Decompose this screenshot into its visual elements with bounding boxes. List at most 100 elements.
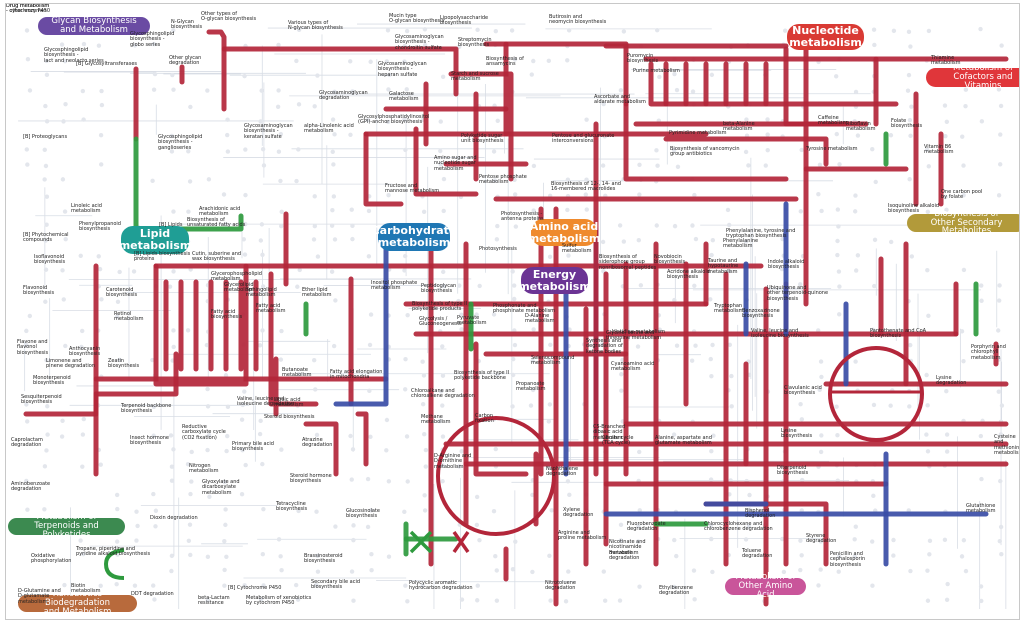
pathway-label[interactable]: Brassinosteroid biosynthesis bbox=[304, 553, 343, 565]
pathway-label[interactable]: Drug metabolism - cytochrom P450 bbox=[6, 3, 51, 15]
pathway-label[interactable]: Benzoate degradation bbox=[609, 550, 640, 562]
pathway-label[interactable]: [B] Cytochrome P450 bbox=[228, 585, 282, 591]
pathway-label[interactable]: Phenylalanine, tyrosine and tryptophan b… bbox=[726, 228, 796, 240]
pathway-label[interactable]: Phenylalanine metabolism bbox=[723, 238, 759, 250]
pathway-label[interactable]: Valine, leucine and isoleucine biosynthe… bbox=[751, 328, 809, 340]
pathway-label[interactable]: Novobiocin biosynthesis bbox=[654, 254, 686, 266]
pathway-label[interactable]: Tetracycline biosynthesis bbox=[276, 501, 308, 513]
pathway-label[interactable]: Taurine and hypotaurine metabolism bbox=[708, 258, 739, 275]
pathway-label[interactable]: Terpenoid backbone biosynthesis bbox=[121, 403, 172, 415]
pathway-label[interactable]: DDT degradation bbox=[131, 591, 174, 597]
pathway-label[interactable]: Glucosinolate biosynthesis bbox=[346, 508, 380, 520]
pathway-label[interactable]: Xylene degradation bbox=[563, 507, 594, 519]
pathway-label[interactable]: Butirosin and neomycin biosynthesis bbox=[549, 14, 607, 26]
pathway-label[interactable]: D-Glutamine and D-glutamate metabolism bbox=[18, 588, 61, 605]
pathway-label[interactable]: Polyketide sugar unit biosynthesis bbox=[461, 133, 504, 145]
pathway-label[interactable]: Ether lipid metabolism bbox=[302, 287, 332, 299]
pathway-label[interactable]: Carbon fixation bbox=[475, 413, 494, 425]
pathway-label[interactable]: Cyanoamino acid metabolism bbox=[611, 361, 655, 373]
pathway-label[interactable]: Pentose phosphate metabolism bbox=[479, 174, 527, 186]
pathway-label[interactable]: Linoleic acid metabolism bbox=[71, 203, 102, 215]
pathway-label[interactable]: Riboflavin metabolism bbox=[846, 121, 876, 133]
pathway-label[interactable]: [B] Phytochemical compounds bbox=[23, 232, 69, 244]
pathway-label[interactable]: Atrazine degradation bbox=[302, 437, 333, 449]
pathway-label[interactable]: Inositol phosphate metabolism bbox=[371, 280, 418, 292]
pathway-label[interactable]: Ascorbate and aldarate metabolism bbox=[594, 94, 646, 106]
pathway-label[interactable]: [B] Proteoglycans bbox=[23, 134, 68, 140]
pathway-label[interactable]: Benzoxazinone biosynthesis bbox=[742, 308, 780, 320]
pathway-label[interactable]: Cutin, suberine and wax biosynthesis bbox=[192, 251, 242, 263]
pathway-label[interactable]: alpha-Linolenic acid metabolism bbox=[304, 123, 354, 135]
category-cofactors-vitamins[interactable]: Metabolism of Cofactors and Vitamins bbox=[926, 64, 1019, 90]
pathway-label[interactable]: Drug metabolism - other enzymes bbox=[6, 3, 50, 15]
pathway-label[interactable]: Purine metabolism bbox=[633, 68, 680, 74]
pathway-label[interactable]: Methane metabolism bbox=[421, 414, 451, 426]
category-carbohydrate-metabolism[interactable]: Carbohydrate metabolism bbox=[371, 223, 457, 251]
pathway-label[interactable]: Tropane, piperidine and pyridine alkaloi… bbox=[76, 546, 151, 558]
pathway-label[interactable]: Mucin type O-glycan biosynthesis bbox=[389, 13, 445, 25]
pathway-label[interactable]: Fructose and mannose metabolism bbox=[385, 183, 440, 195]
pathway-label[interactable]: Photosynthesis - antenna proteins bbox=[501, 211, 544, 223]
pathway-label[interactable]: Bisphenol degradation bbox=[745, 508, 776, 520]
pathway-label[interactable]: Steroid biosynthesis bbox=[264, 414, 315, 420]
category-xenobiotics[interactable]: Xenobiotics Biodegradation and Metabolis… bbox=[18, 590, 137, 616]
pathway-label[interactable]: Nitrogen metabolism bbox=[189, 463, 219, 475]
category-lipid-metabolism[interactable]: Lipid metabolism bbox=[118, 226, 192, 254]
pathway-label[interactable]: Biosynthesis of type II polyketide produ… bbox=[412, 301, 468, 313]
pathway-label[interactable]: Reductive carboxylate cycle (CO2 fixatio… bbox=[182, 424, 226, 441]
pathway-label[interactable]: Glycosaminoglycan biosynthesis - chondro… bbox=[395, 34, 444, 51]
pathway-label[interactable]: Pantothenate and CoA biosynthesis bbox=[870, 328, 927, 340]
pathway-label[interactable]: Butanoate metabolism bbox=[282, 367, 312, 379]
pathway-label[interactable]: Arachidonic acid metabolism bbox=[199, 206, 241, 218]
pathway-label[interactable]: Flavone and flavonol biosynthesis bbox=[17, 339, 49, 356]
pathway-label[interactable]: Polycyclic aromatic hydrocarbon degradat… bbox=[409, 580, 473, 592]
pathway-label[interactable]: Photosynthesis bbox=[479, 246, 517, 252]
pathway-label[interactable]: Glycosaminoglycan biosynthesis - heparan… bbox=[378, 61, 427, 78]
category-energy-metabolism[interactable]: Energy metabolism bbox=[518, 267, 591, 294]
pathway-label[interactable]: Ethylbenzene degradation bbox=[659, 585, 694, 597]
pathway-label[interactable]: Glycosphingolipid biosynthesis - globo s… bbox=[130, 31, 175, 48]
pathway-label[interactable]: Lysine degradation bbox=[936, 375, 967, 387]
pathway-label[interactable]: Glycerophospholipid metabolism bbox=[211, 271, 262, 283]
pathway-label[interactable]: [B] Lipids biosynthesis proteins bbox=[134, 251, 191, 263]
pathway-label[interactable]: Naphthalene degradation bbox=[546, 466, 579, 478]
pathway-label[interactable]: Lysine biosynthesis bbox=[781, 428, 813, 440]
pathway-label[interactable]: Puromycin biosynthesis bbox=[627, 53, 659, 65]
pathway-label[interactable]: Alanine, aspartate and glutamate metabol… bbox=[655, 435, 712, 447]
pathway-label[interactable]: Glycosaminoglycan biosynthesis - keratan… bbox=[244, 123, 293, 140]
pathway-label[interactable]: Citrate cycle (TCA cycle) bbox=[602, 435, 634, 447]
pathway-label[interactable]: Thiamine metabolism bbox=[931, 55, 961, 67]
pathway-label[interactable]: Nicotinate and nicotinamide metabolism bbox=[609, 539, 646, 556]
pathway-label[interactable]: Glyoxylate and dicarboxylate metabolism bbox=[202, 479, 240, 496]
pathway-label[interactable]: Retinol metabolism bbox=[114, 311, 144, 323]
pathway-label[interactable]: Metabolism of xenobiotics by cytochrom P… bbox=[246, 595, 312, 607]
pathway-label[interactable]: Glycosphingolipid biosynthesis - lact an… bbox=[44, 47, 104, 64]
pathway-label[interactable]: Insect hormone biosynthesis bbox=[130, 435, 169, 447]
pathway-label[interactable]: Flavonoid biosynthesis bbox=[23, 285, 55, 297]
pathway-label[interactable]: D-Arginine and D-ornithine metabolism bbox=[434, 453, 472, 470]
pathway-label[interactable]: beta-Alanine metabolism bbox=[723, 121, 755, 133]
pathway-label[interactable]: C5-Branched dibasic acid metabolism bbox=[593, 424, 626, 441]
category-nucleotide-metabolism[interactable]: Nucleotide metabolism bbox=[787, 24, 864, 50]
pathway-label[interactable]: Chlorocyclohexane and chlorobenzene degr… bbox=[704, 521, 773, 533]
pathway-label[interactable]: Starch and sucrose metabolism bbox=[451, 71, 499, 83]
category-glycan-biosynthesis[interactable]: Glycan Biosynthesis and Metabolism bbox=[38, 17, 150, 35]
pathway-label[interactable]: Pentose and glucuronate interconversions bbox=[552, 133, 615, 145]
pathway-label[interactable]: Caprolactam degradation bbox=[11, 437, 43, 449]
pathway-label[interactable]: Valine, leucine and isoleucine degradati… bbox=[237, 396, 295, 408]
pathway-label[interactable]: N-Glycan biosynthesis bbox=[171, 19, 203, 31]
pathway-label[interactable]: Carotenoid biosynthesis bbox=[106, 287, 138, 299]
pathway-label[interactable]: beta-Lactam resistance bbox=[198, 595, 230, 607]
pathway-label[interactable]: Primary bile acid biosynthesis bbox=[232, 441, 274, 453]
pathway-label[interactable]: Sesquiterpenoid biosynthesis bbox=[21, 394, 62, 406]
pathway-label[interactable]: D-Alanine metabolism bbox=[525, 313, 555, 325]
pathway-label[interactable]: Nitrotoluene degradation bbox=[545, 580, 576, 592]
pathway-label[interactable]: Propanoate metabolism bbox=[516, 381, 546, 393]
pathway-label[interactable]: Selenocompound metabolism bbox=[531, 355, 575, 367]
pathway-label[interactable]: Sphingolipid metabolism bbox=[246, 287, 277, 299]
pathway-label[interactable]: Biosynthesis of siderophore group nonrib… bbox=[599, 254, 657, 271]
pathway-label[interactable]: Toluene degradation bbox=[742, 548, 773, 560]
pathway-label[interactable]: Various types of N-glycan biosynthesis bbox=[288, 20, 343, 32]
pathway-label[interactable]: Monoterpenoid biosynthesis bbox=[33, 375, 71, 387]
pathway-label[interactable]: Tryptophan metabolism bbox=[714, 303, 744, 315]
